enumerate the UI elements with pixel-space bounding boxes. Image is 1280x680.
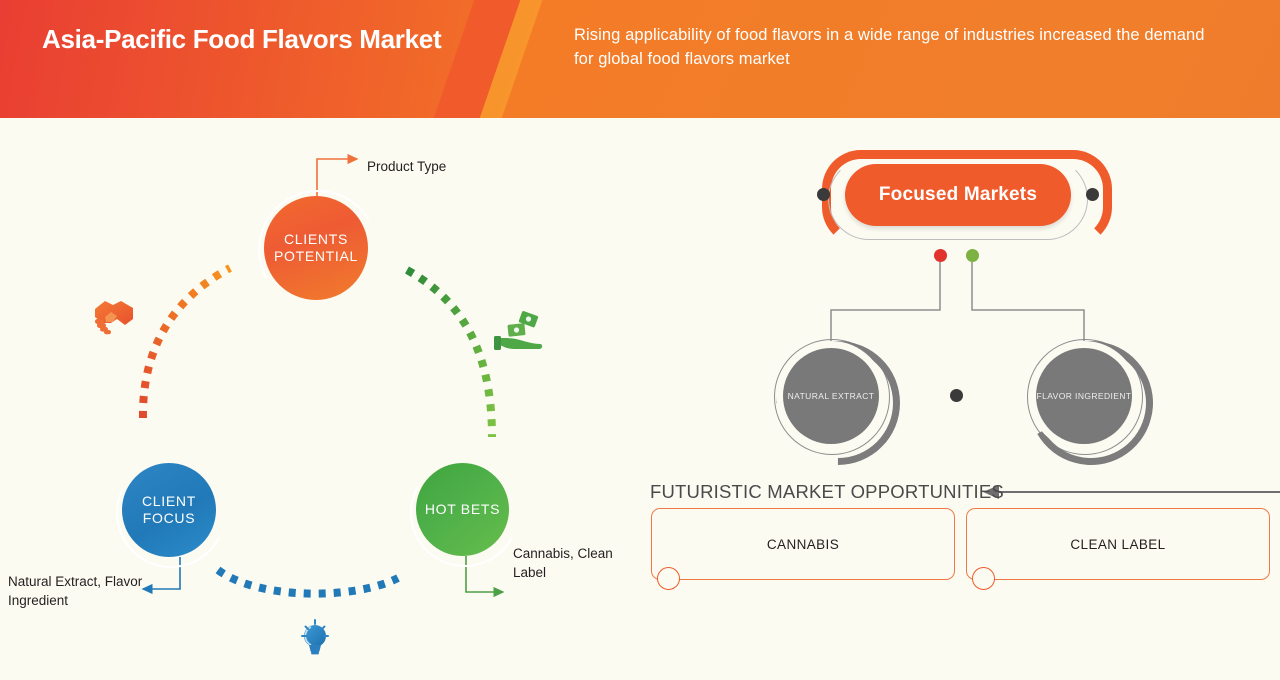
- opportunity-box-cannabis[interactable]: CANNABIS: [651, 508, 955, 580]
- opportunity-marker-clean-label: [972, 567, 995, 590]
- natural-extract-thin-ring: [774, 339, 890, 455]
- lightbulb-icon: [301, 619, 329, 655]
- node-hot-bets[interactable]: HOT BETS: [416, 463, 509, 556]
- connector-flavor-ingredient: [971, 262, 1085, 342]
- status-dot-red: [934, 249, 947, 262]
- client-focus-label: CLIENT FOCUS: [142, 492, 196, 527]
- node-client-focus[interactable]: CLIENT FOCUS: [122, 463, 216, 557]
- node-flavor-ingredient[interactable]: FLAVOR INGREDIENT: [1036, 348, 1132, 444]
- dotted-arc-blue: [215, 566, 400, 598]
- focused-markets-banner[interactable]: Focused Markets: [808, 150, 1112, 255]
- node-clients-potential[interactable]: CLIENTS POTENTIAL: [264, 196, 368, 300]
- natural-extract-label: NATURAL EXTRACT: [787, 391, 875, 401]
- status-dot-green: [966, 249, 979, 262]
- handshake-icon: [95, 301, 133, 335]
- hot-bets-label: HOT BETS: [424, 500, 501, 517]
- focused-markets-pill[interactable]: Focused Markets: [845, 164, 1071, 226]
- focused-markets-dot-left: [817, 188, 830, 201]
- focused-markets-dot-right: [1086, 188, 1099, 201]
- futuristic-opportunities-title: FUTURISTIC MARKET OPPORTUNITIES: [650, 481, 1004, 502]
- callout-product-type: Product Type: [367, 159, 447, 174]
- flavor-ingredient-thin-ring: [1027, 339, 1143, 455]
- center-divider-dot: [950, 389, 963, 402]
- callout-hot-bets: Cannabis, Clean Label: [513, 546, 613, 580]
- connector-client-focus: [141, 557, 181, 595]
- header-banner: Asia-Pacific Food Flavors Market Rising …: [0, 0, 1280, 118]
- clients-potential-label: CLIENTS POTENTIAL: [273, 230, 359, 265]
- page-title: Asia-Pacific Food Flavors Market: [42, 24, 442, 54]
- header-subtitle: Rising applicability of food flavors in …: [574, 26, 1205, 68]
- opportunity-marker-cannabis: [657, 567, 680, 590]
- connector-product-type: [316, 153, 359, 196]
- connector-natural-extract: [830, 262, 941, 342]
- money-hand-icon: [494, 311, 543, 350]
- connector-hot-bets: [465, 556, 505, 598]
- opportunity-box-clean-label[interactable]: CLEAN LABEL: [966, 508, 1270, 580]
- opportunity-label-clean-label: CLEAN LABEL: [1070, 536, 1166, 552]
- dotted-arc-green: [405, 266, 496, 438]
- callout-client-focus: Natural Extract, Flavor Ingredient: [8, 574, 143, 608]
- focused-markets-label: Focused Markets: [878, 184, 1038, 205]
- opportunity-label-cannabis: CANNABIS: [766, 536, 840, 552]
- node-natural-extract[interactable]: NATURAL EXTRACT: [783, 348, 879, 444]
- flavor-ingredient-label: FLAVOR INGREDIENT: [1036, 391, 1132, 401]
- dotted-arc-orange: [138, 264, 232, 419]
